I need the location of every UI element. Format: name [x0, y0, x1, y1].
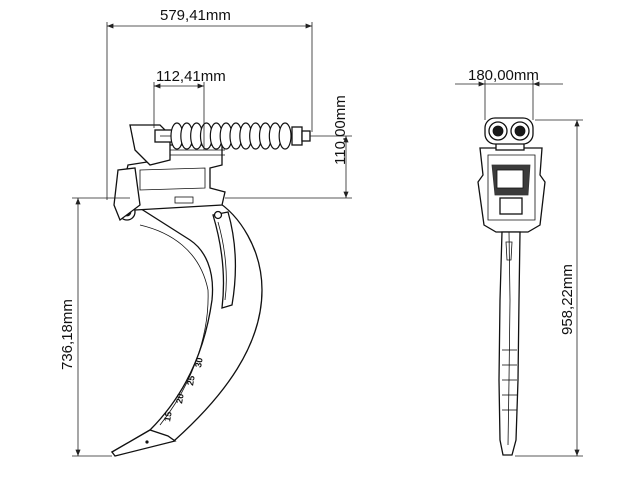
- label-front-width: 180,00mm: [468, 67, 539, 84]
- coil-turn: [278, 122, 292, 150]
- dimension-front-width: 180,00mm: [455, 67, 563, 120]
- depth-mark-30: 30: [193, 357, 205, 369]
- coil-spring: [170, 122, 292, 150]
- leaf-spring: [212, 211, 237, 309]
- tine-shank: [110, 199, 263, 456]
- dimension-front-height: 958,22mm: [515, 119, 583, 457]
- label-spring-height: 110,00mm: [332, 95, 349, 165]
- depth-mark-20: 20: [174, 393, 186, 405]
- label-front-height: 958,22mm: [559, 264, 576, 335]
- front-view: [477, 117, 546, 456]
- dimension-spring-height: 110,00mm: [225, 95, 352, 199]
- depth-mark-25: 25: [185, 375, 197, 387]
- label-tine-height: 736,18mm: [59, 299, 76, 370]
- dimension-spring-width: 112,41mm: [153, 68, 226, 150]
- tine-point: [111, 429, 177, 457]
- label-spring-width: 112,41mm: [156, 68, 226, 85]
- dimension-overall-width: 579,41mm: [106, 7, 313, 200]
- side-view: 30 25 20 15: [110, 122, 311, 457]
- label-overall-width: 579,41mm: [160, 7, 231, 24]
- dimension-tine-height: 736,18mm: [59, 197, 130, 457]
- depth-mark-15: 15: [162, 411, 174, 423]
